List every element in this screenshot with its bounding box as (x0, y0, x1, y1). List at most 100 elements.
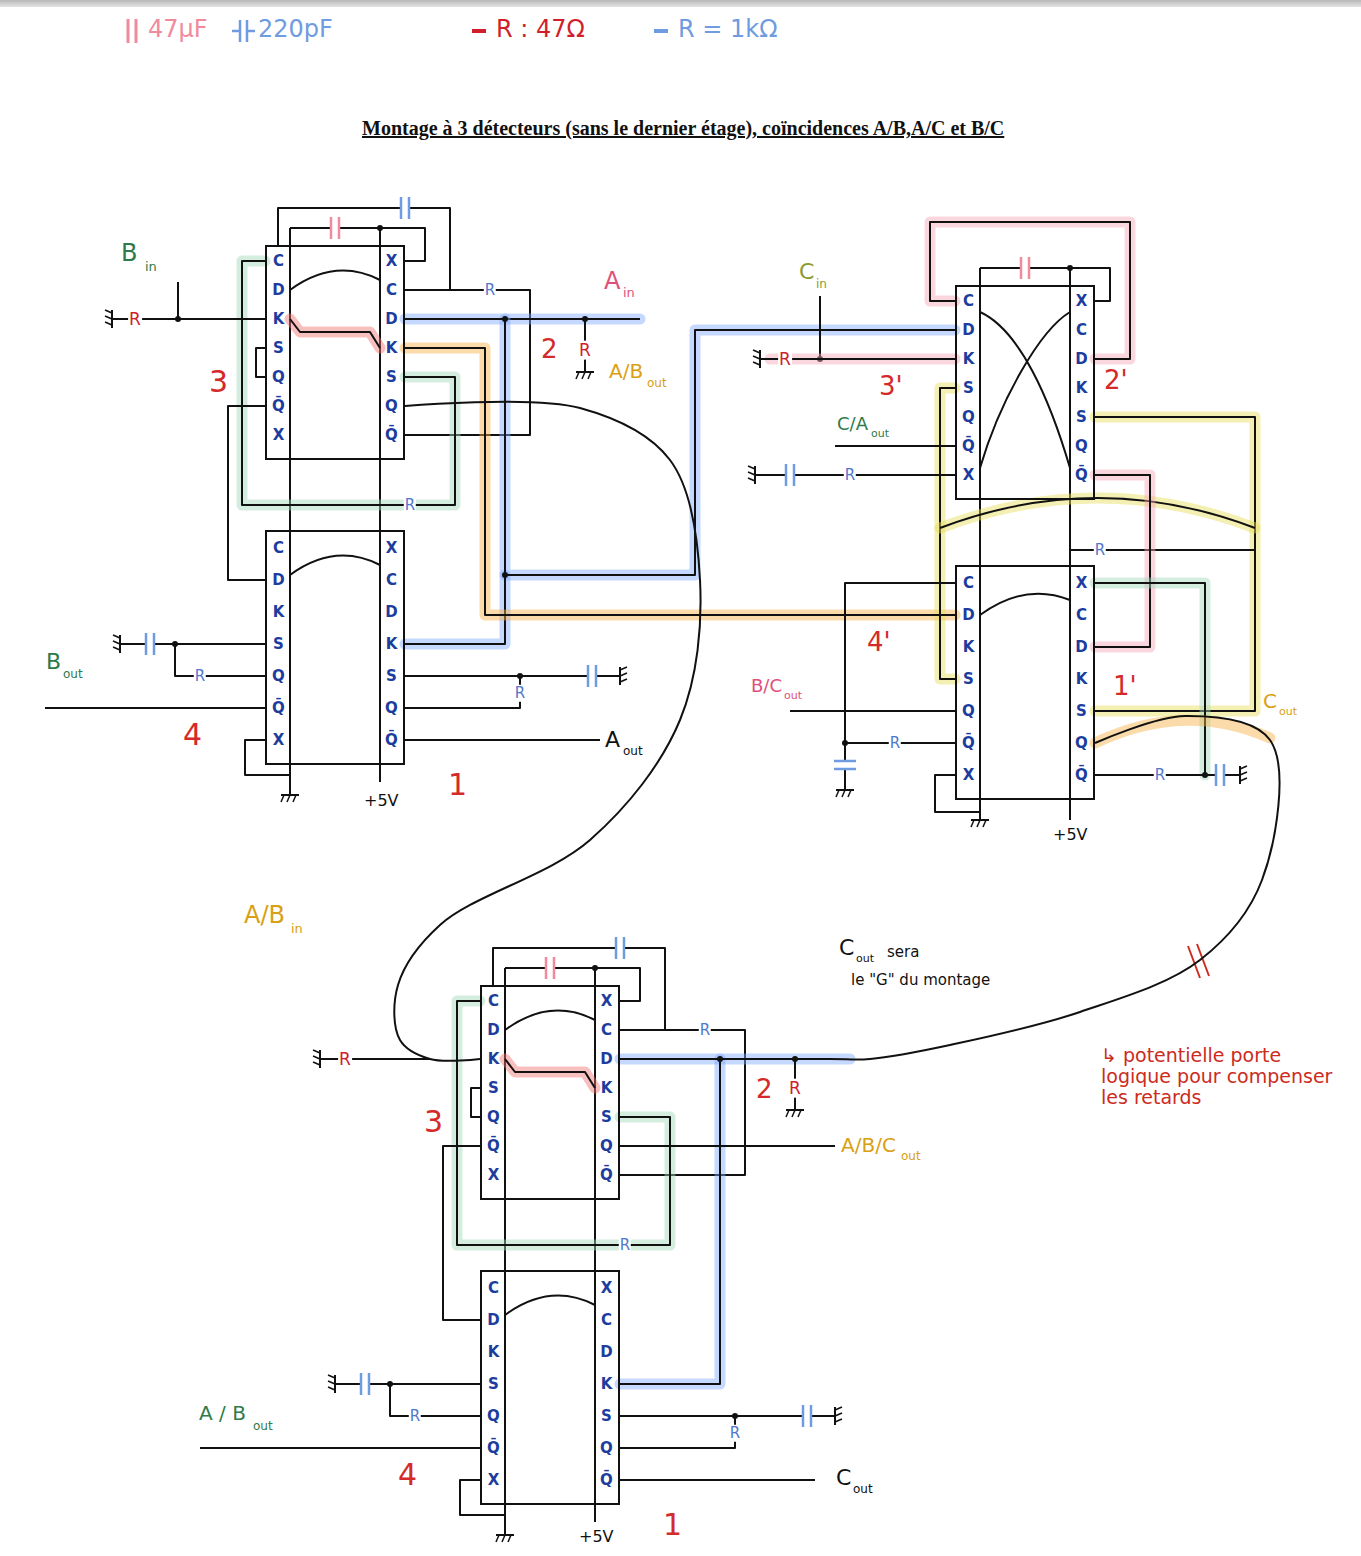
wire-highlight (242, 261, 455, 505)
pin-label: Q̄ (957, 437, 980, 455)
pin-label: C (267, 539, 290, 557)
capacitor-plate (545, 957, 548, 979)
ground-hatch (328, 1387, 335, 1390)
pin-label: K (267, 603, 290, 621)
signal-name: in (290, 922, 304, 936)
pin-label: D (267, 571, 290, 589)
wire (620, 1479, 815, 1481)
chip-number: 3' (878, 372, 904, 401)
resistor-label: R (699, 1022, 711, 1039)
pin-label: C (957, 574, 980, 592)
wire (289, 228, 291, 795)
signal-name: in (622, 286, 636, 300)
legend-swatch (470, 16, 494, 46)
legend-swatch (652, 16, 676, 46)
pin-label: D (595, 1050, 618, 1068)
ground-hatch (1240, 772, 1247, 775)
ground-hatch (496, 1535, 499, 1542)
ground-hatch (113, 647, 120, 650)
capacitor-symbol (803, 1405, 811, 1427)
capacitor-plate (802, 1405, 805, 1427)
pin-label: K (1070, 379, 1093, 397)
ground-hatch (588, 372, 591, 379)
supply-label: +5V (578, 1528, 615, 1546)
capacitor-symbol (588, 665, 596, 687)
capacitor-plate (368, 1373, 371, 1395)
ground-hatch (582, 372, 585, 379)
pin-label: C (595, 1311, 618, 1329)
wire (335, 1383, 480, 1385)
pin-label: C (267, 252, 290, 270)
ground-symbol (748, 466, 755, 484)
junction-dot (1202, 772, 1208, 778)
ground-symbol (313, 1050, 320, 1068)
pin-label: S (267, 339, 290, 357)
flip-flop-block: CDKSQQ̄XXCDKSQQ̄ (955, 565, 1095, 800)
pin-label: S (380, 368, 403, 386)
pin-label: Q̄ (1070, 766, 1093, 784)
pin-label: Q (1070, 437, 1093, 455)
connector-wire (405, 319, 955, 575)
capacitor-plate (1215, 764, 1218, 786)
pin-label: D (957, 321, 980, 339)
capacitor-plate (360, 1373, 363, 1395)
pin-label: K (595, 1375, 618, 1393)
legend-text: R : 47Ω (496, 16, 585, 42)
signal-name: A/B (243, 902, 286, 928)
pin-label: C (482, 1279, 505, 1297)
wire (405, 290, 530, 435)
ground-symbol (786, 1110, 804, 1117)
wire (177, 282, 179, 319)
capacitor-symbol (834, 761, 856, 769)
resistor-label: R (729, 1425, 741, 1442)
pin-label: C (595, 1021, 618, 1039)
pin-label: Q (1070, 734, 1093, 752)
connector-wire (394, 402, 700, 1061)
junction-dot (387, 1381, 393, 1387)
signal-name: out (870, 428, 890, 440)
ground-hatch (748, 466, 755, 469)
capacitor-symbol (331, 217, 339, 239)
ground-symbol (620, 667, 627, 685)
junction-dot (842, 740, 848, 746)
ground-hatch (508, 1535, 511, 1542)
legend-text: 47µF (148, 16, 208, 42)
capacitor-symbol (616, 937, 624, 959)
ground-hatch (848, 790, 851, 797)
pin-label: D (595, 1343, 618, 1361)
ground-hatch (983, 820, 986, 827)
wire (1095, 583, 1205, 775)
wire (175, 644, 265, 676)
chip-number: 3 (423, 1105, 444, 1138)
connector-wire (405, 348, 955, 615)
wire-highlight (940, 498, 1255, 528)
wire (979, 268, 981, 820)
supply-label: +5V (1052, 826, 1089, 844)
capacitor-symbol (1216, 764, 1224, 786)
note-text: out (855, 953, 875, 965)
pin-label: Q (482, 1407, 505, 1425)
resistor-label: R (788, 1079, 802, 1098)
capacitor-plate (1223, 764, 1226, 786)
wire-highlight (930, 222, 1130, 359)
pin-label: S (1070, 702, 1093, 720)
pin-label: C (1070, 321, 1093, 339)
pin-label: D (482, 1311, 505, 1329)
pin-label: D (1070, 350, 1093, 368)
junction-dot (172, 641, 178, 647)
wire (505, 1059, 595, 1088)
wire (980, 594, 1070, 615)
resistor-label: R (619, 1237, 631, 1254)
chip-number: 1' (1112, 672, 1138, 701)
pin-label: C (380, 281, 403, 299)
pin-label: Q̄ (380, 426, 403, 444)
ground-hatch (1240, 766, 1247, 769)
title: Montage à 3 détecteurs (sans le dernier … (362, 116, 1004, 140)
capacitor-plate (623, 937, 626, 959)
signal-name: A (604, 728, 621, 752)
pin-label: C (482, 992, 505, 1010)
chip-number: 2' (1103, 366, 1129, 395)
pin-label: C (957, 292, 980, 310)
pin-label: K (482, 1050, 505, 1068)
wire (620, 1059, 720, 1384)
